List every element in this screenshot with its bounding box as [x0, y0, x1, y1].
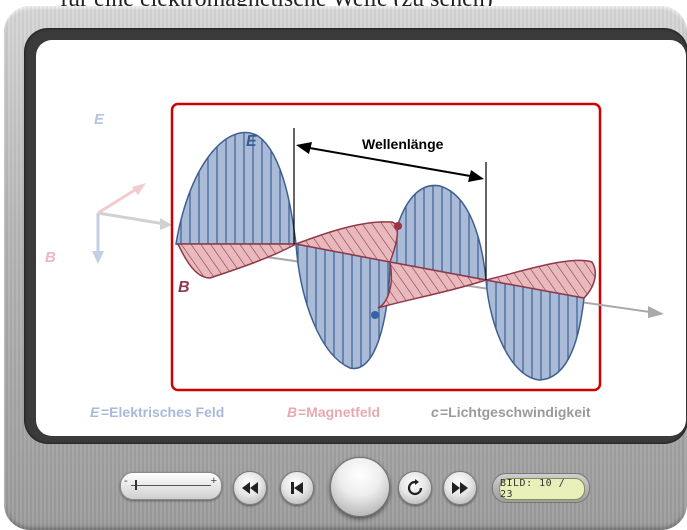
legend-c-symbol: c [431, 404, 439, 420]
b-field-label: B [178, 279, 190, 296]
slider-thumb[interactable] [135, 480, 137, 490]
legend-b-symbol: B [287, 404, 297, 420]
b-marker-dot [394, 222, 402, 230]
slider-min-label: - [124, 475, 128, 487]
rewind-button[interactable] [233, 471, 267, 505]
position-slider[interactable]: - + [120, 472, 222, 500]
rewind-icon [241, 481, 259, 495]
wavelength-label: Wellenlänge [362, 136, 444, 152]
faded-b-label: B [45, 249, 56, 266]
frame-counter-display: BILD: 10 / 23 [499, 478, 585, 500]
legend-b-text: =Magnetfeld [298, 404, 380, 420]
slider-track [131, 485, 211, 486]
play-button[interactable] [330, 457, 390, 517]
legend-e-symbol: E [90, 404, 100, 420]
replay-icon [406, 479, 424, 497]
forward-icon [451, 481, 469, 495]
faded-e-label: E [94, 111, 105, 128]
slider-max-label: + [211, 475, 217, 487]
e-field-label: E [246, 133, 258, 150]
frame-counter: BILD: 10 / 23 [492, 473, 590, 503]
e-marker-dot [371, 311, 379, 319]
replay-button[interactable] [398, 471, 432, 505]
forward-button[interactable] [443, 471, 477, 505]
legend: E =Elektrisches Feld B =Magnetfeld c =Li… [90, 404, 591, 420]
step-back-button[interactable] [280, 471, 314, 505]
legend-c-text: =Lichtgeschwindigkeit [440, 404, 591, 420]
step-back-icon [289, 481, 305, 495]
legend-e-text: =Elektrisches Feld [101, 404, 224, 420]
